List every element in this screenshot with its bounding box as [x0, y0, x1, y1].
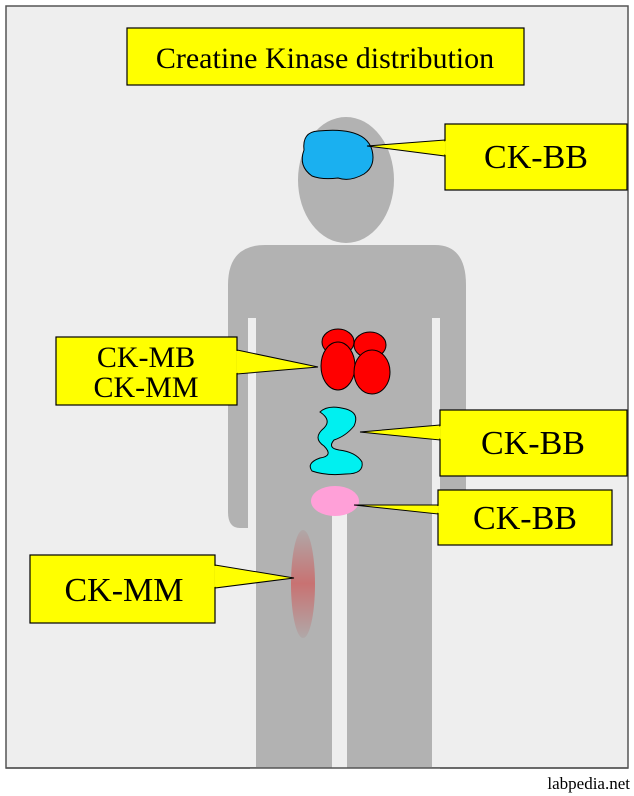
bottom-cover	[250, 768, 440, 796]
diagram-title: Creatine Kinase distribution	[156, 42, 494, 75]
label-bladder: CK-BB	[473, 500, 577, 537]
bladder-organ	[311, 486, 359, 516]
label-heart-mb: CK-MB	[97, 341, 195, 374]
brain-organ	[302, 130, 373, 179]
watermark: labpedia.net	[547, 774, 630, 793]
label-intestine: CK-BB	[481, 425, 585, 462]
label-muscle: CK-MM	[64, 572, 183, 609]
leg-gap	[332, 510, 347, 768]
thigh-muscle	[291, 530, 315, 638]
label-heart-mm: CK-MM	[93, 371, 198, 404]
label-brain: CK-BB	[484, 139, 588, 176]
title-box: Creatine Kinase distribution	[127, 28, 524, 85]
